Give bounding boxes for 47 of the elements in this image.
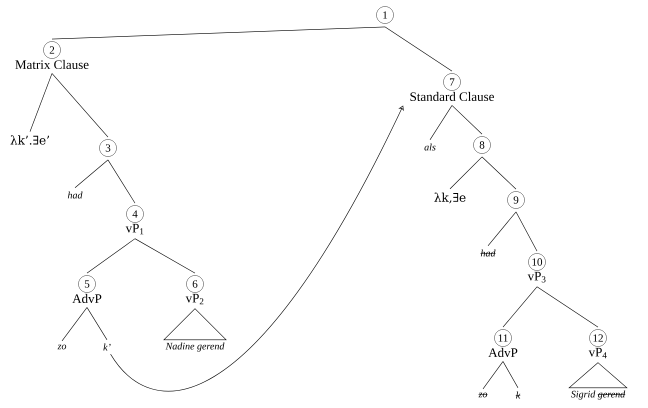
circled-number: 2 [43,41,61,59]
tree-branch [516,212,538,252]
tree-branch [108,160,136,204]
leaf-label: k’ [103,344,111,350]
tree-branch [488,212,516,246]
circled-number: 5 [78,275,96,293]
tree-branch [52,26,386,40]
tree-branch [482,156,516,190]
tree-branch [502,361,518,388]
tree-branch [134,238,196,274]
leaf-label: Nadine gerend [166,342,224,352]
leaf-label: zo [57,344,66,350]
node-label: AdvP [488,348,518,358]
tree-branch [52,73,108,138]
leaf-label: had [68,191,83,199]
tree-branch [86,238,136,274]
circled-number: 1 [376,6,394,24]
tree-branch [62,307,88,342]
circled-number: 10 [528,253,546,271]
tree-branch [536,286,598,328]
circled-number: 7 [443,73,461,91]
tree-branch [30,73,52,132]
node-label: vP$_{4}$ [588,348,607,358]
tree-branch [450,156,482,190]
tree-branch [430,105,452,140]
tree-branch [482,361,504,390]
tree-branch [74,160,108,188]
node-label: vP$_{1}$ [126,224,144,234]
circled-number: 9 [507,191,525,209]
node-label: vP$_{2}$ [186,294,204,304]
node-label: Matrix Clause [15,60,89,70]
tree-branch [86,307,108,340]
circled-number: 3 [99,139,117,157]
tree-branch [502,286,538,328]
circled-number: 12 [589,329,607,347]
circled-number: 8 [473,136,491,154]
node-label: AdvP [72,294,102,304]
tree-branch [452,105,482,134]
circled-number: 4 [126,205,144,223]
node-label: Standard Clause [410,92,494,102]
leaf-label: als [424,143,436,151]
circled-number: 11 [494,329,512,347]
tree-branch [384,26,452,72]
node-label: vP$_{3}$ [528,272,546,282]
leaf-label: λk,∃e [434,192,466,204]
leaf-label: λk’.∃e’ [10,135,49,145]
circled-number: 6 [186,275,204,293]
